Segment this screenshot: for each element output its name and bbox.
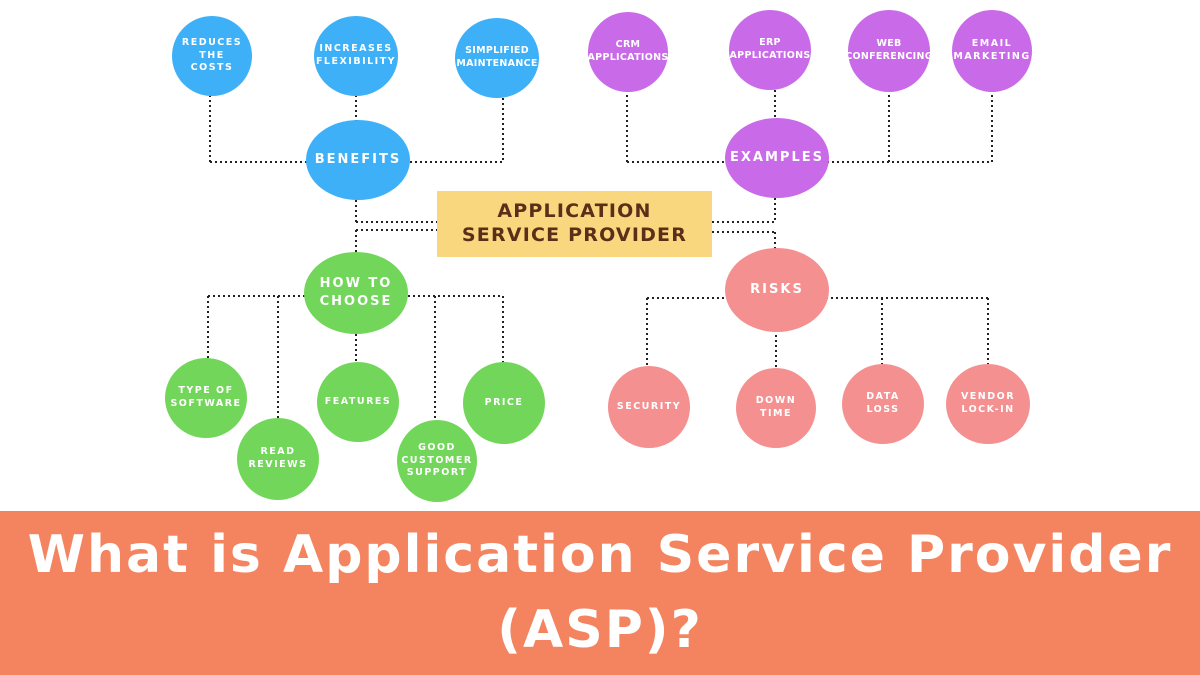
choose-price: PRICE [463, 362, 545, 444]
choose-type-of-software: TYPE OF SOFTWARE [165, 358, 247, 438]
center-topic-box: APPLICATION SERVICE PROVIDER [437, 191, 712, 257]
example-email-marketing: EMAIL MARKETING [952, 10, 1032, 92]
how-to-choose-hub: HOW TO CHOOSE [304, 252, 408, 334]
choose-features: FEATURES [317, 362, 399, 442]
risks-hub: RISKS [725, 248, 829, 332]
example-erp-applications: ERP APPLICATIONS [729, 10, 811, 90]
risk-down-time: DOWN TIME [736, 368, 816, 448]
example-web-conferencing: WEB CONFERENCING [845, 10, 932, 92]
example-crm-applications: CRM APPLICATIONS [588, 12, 668, 92]
benefit-simplified-maintenance: SIMPLIFIED MAINTENANCE [455, 18, 539, 98]
examples-hub: EXAMPLES [725, 118, 829, 198]
risk-security: SECURITY [608, 366, 690, 448]
risk-vendor-lock-in: VENDOR LOCK-IN [946, 364, 1030, 444]
choose-read-reviews: READ REVIEWS [237, 418, 319, 500]
connector-lines [207, 90, 993, 422]
benefit-reduces-costs: REDUCES THE COSTS [172, 16, 252, 96]
choose-good-customer-support: GOOD CUSTOMER SUPPORT [397, 420, 477, 502]
title-banner: What is Application Service Provider (AS… [0, 511, 1200, 675]
risk-data-loss: DATA LOSS [842, 364, 924, 444]
benefit-increases-flexibility: INCREASES FLEXIBILITY [314, 16, 398, 96]
banner-title: What is Application Service Provider (AS… [27, 524, 1173, 660]
benefits-hub: BENEFITS [306, 120, 410, 200]
